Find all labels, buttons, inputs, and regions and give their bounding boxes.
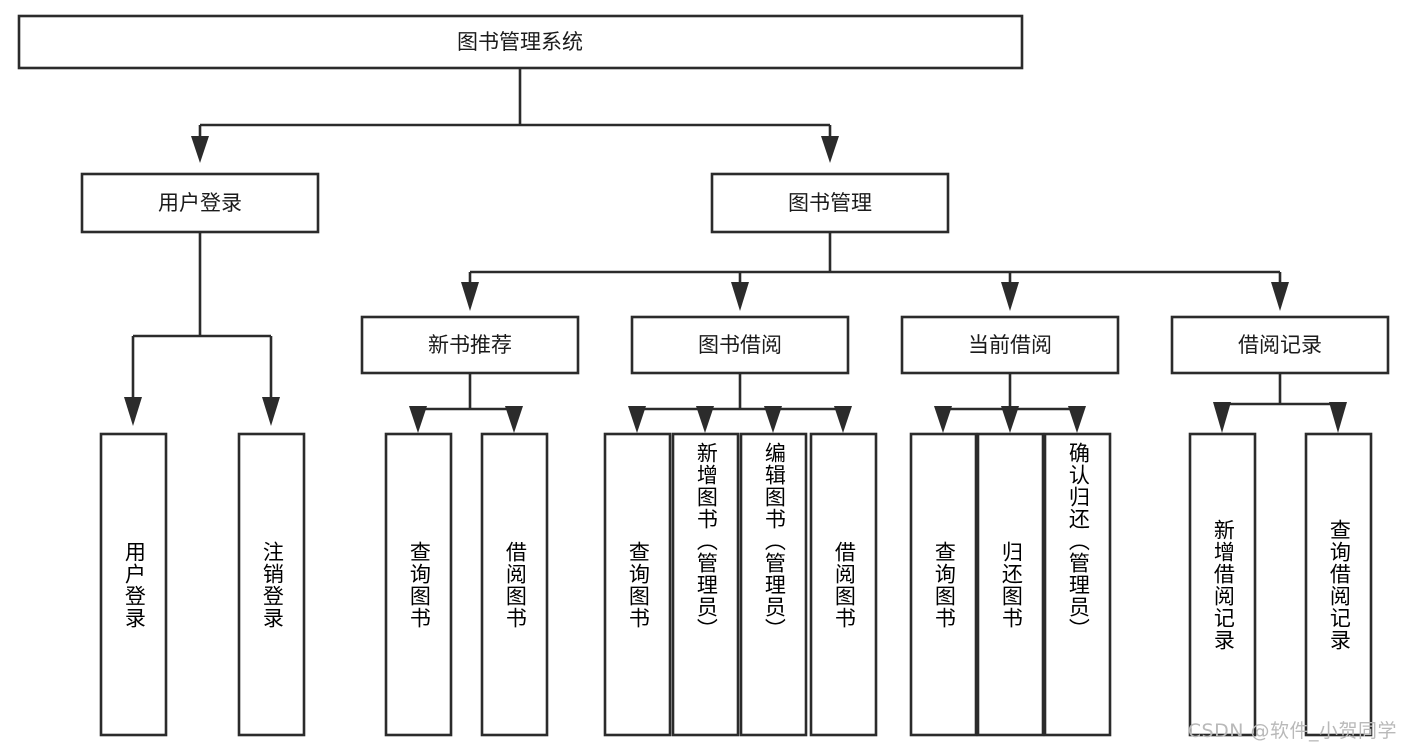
node-book-management[interactable]: 图书管理 xyxy=(710,172,950,234)
watermark-text: CSDN @软件_小贺同学 xyxy=(1187,720,1397,742)
node-label-book-management: 图书管理 xyxy=(788,191,872,215)
connector-current-borrow-to-leaves xyxy=(934,373,1086,433)
arrow-head-icon xyxy=(834,406,852,433)
arrow-head-icon xyxy=(505,406,523,433)
arrow-head-icon xyxy=(1001,406,1019,433)
leaf-box-confirm-return-admin[interactable] xyxy=(1043,432,1112,737)
connector-user-login-to-leaves xyxy=(124,232,280,426)
arrow-head-icon xyxy=(731,282,749,311)
node-box-user-login[interactable] xyxy=(80,172,320,234)
leaf-box-add-borrow-record[interactable] xyxy=(1188,432,1257,737)
connector-root-to-level1 xyxy=(191,68,839,163)
arrow-head-icon xyxy=(461,282,479,311)
node-user-login[interactable]: 用户登录 xyxy=(80,172,320,234)
arrow-head-icon xyxy=(696,406,714,433)
arrow-head-icon xyxy=(764,406,782,433)
leaf-box-logout-login[interactable] xyxy=(237,432,306,737)
node-current-borrow[interactable]: 当前借阅 xyxy=(900,315,1120,375)
arrow-head-icon xyxy=(628,406,646,433)
leaf-box-borrow-book-1[interactable] xyxy=(480,432,549,737)
arrow-head-icon xyxy=(1068,406,1086,433)
leaf-box-add-book-admin[interactable] xyxy=(671,432,740,737)
node-book-borrow[interactable]: 图书借阅 xyxy=(630,315,850,375)
leaf-box-edit-book-admin[interactable] xyxy=(739,432,808,737)
leaf-box-query-book-2[interactable] xyxy=(603,432,672,737)
leaf-box-query-borrow-record[interactable] xyxy=(1304,432,1373,737)
connector-new-book-recommend-to-leaves xyxy=(409,373,523,433)
leaf-box-query-book-3[interactable] xyxy=(909,432,978,737)
arrow-head-icon xyxy=(934,406,952,433)
connector-book-borrow-to-leaves xyxy=(628,373,852,433)
leaf-box-return-book[interactable] xyxy=(976,432,1045,737)
arrow-head-icon xyxy=(1271,282,1289,311)
node-box-system-root[interactable] xyxy=(17,14,1024,70)
node-label-new-book-recommend: 新书推荐 xyxy=(428,333,512,357)
node-box-current-borrow[interactable] xyxy=(900,315,1120,375)
leaf-box-user-login[interactable] xyxy=(99,432,168,737)
node-label-user-login: 用户登录 xyxy=(158,191,242,215)
arrow-head-icon xyxy=(1001,282,1019,311)
leaf-box-query-book-1[interactable] xyxy=(384,432,453,737)
node-label-borrow-record: 借阅记录 xyxy=(1238,333,1322,357)
node-label-current-borrow: 当前借阅 xyxy=(968,333,1052,357)
connector-book-management-to-level2 xyxy=(461,232,1289,311)
node-label-book-borrow: 图书借阅 xyxy=(698,333,782,357)
connector-borrow-record-to-leaves xyxy=(1213,373,1347,433)
node-borrow-record[interactable]: 借阅记录 xyxy=(1170,315,1390,375)
arrow-head-icon xyxy=(191,136,209,163)
arrow-head-icon xyxy=(262,397,280,426)
leaf-box-borrow-book-2[interactable] xyxy=(809,432,878,737)
node-new-book-recommend[interactable]: 新书推荐 xyxy=(360,315,580,375)
node-label-system-root: 图书管理系统 xyxy=(457,30,583,54)
node-box-new-book-recommend[interactable] xyxy=(360,315,580,375)
arrow-head-icon xyxy=(1213,402,1231,433)
arrow-head-icon xyxy=(821,136,839,163)
node-system-root[interactable]: 图书管理系统 xyxy=(17,14,1024,70)
arrow-head-icon xyxy=(1329,402,1347,433)
arrow-head-icon xyxy=(409,406,427,433)
arrow-head-icon xyxy=(124,397,142,426)
